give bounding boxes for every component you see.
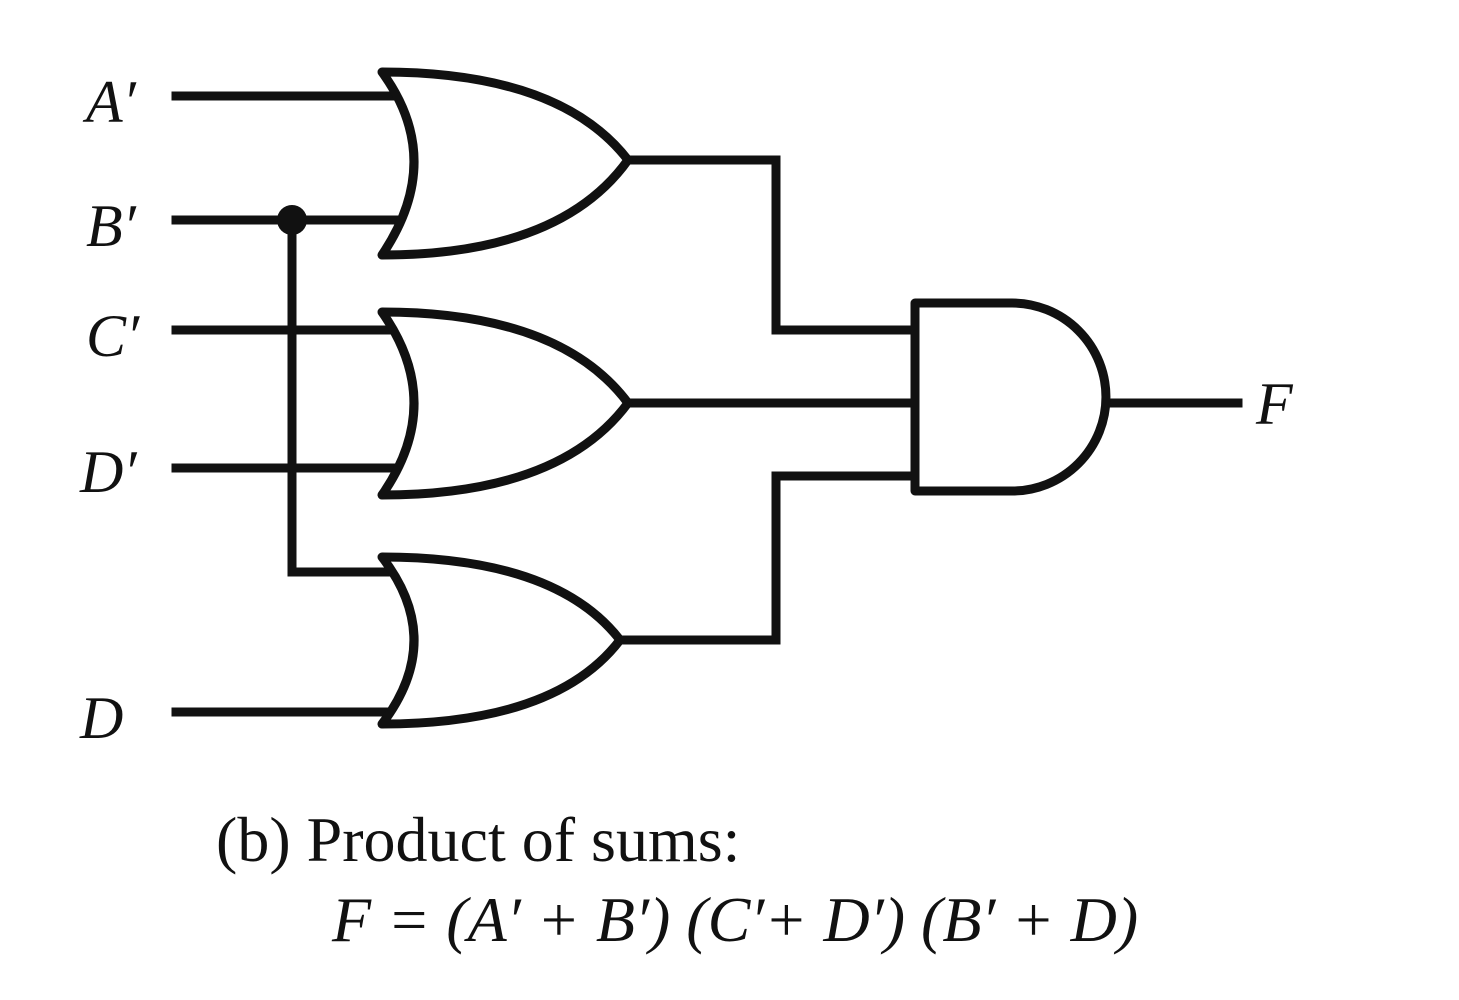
- wire-b-prime-branch: [287, 215, 405, 577]
- wire-or3-to-and: [615, 471, 920, 645]
- or-gate-2: [377, 307, 633, 500]
- output-label-f: F: [1255, 371, 1294, 437]
- input-label-b-prime: B′: [86, 193, 137, 259]
- or-gate-3: [377, 552, 625, 729]
- input-label-c-prime: C′: [86, 303, 140, 369]
- and-gate: [910, 298, 1111, 496]
- caption-title: (b) Product of sums:: [216, 804, 741, 875]
- input-label-d: D: [79, 685, 123, 751]
- input-label-d-prime: D′: [79, 439, 137, 505]
- junction-dot: [277, 205, 307, 235]
- or-gate-1: [377, 67, 633, 260]
- input-label-a-prime: A′: [82, 69, 137, 135]
- wire-or1-to-and: [623, 155, 920, 335]
- caption-equation: F = (A′ + B′) (C′+ D′) (B′ + D): [332, 884, 1139, 955]
